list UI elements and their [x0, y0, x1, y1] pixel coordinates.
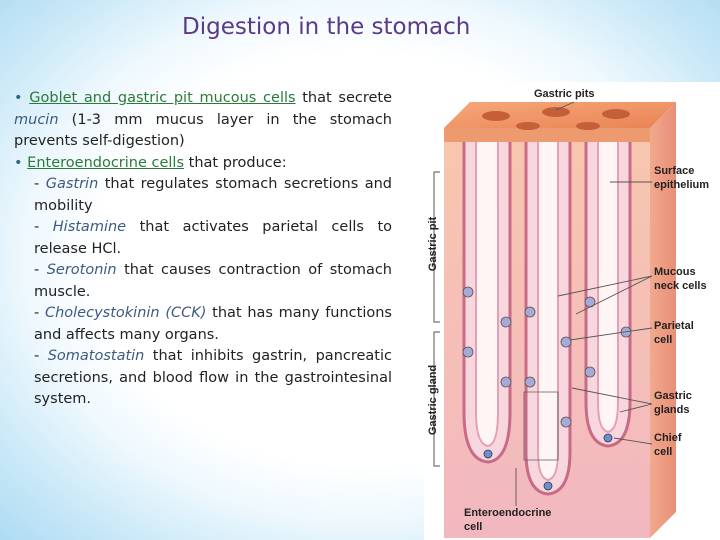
- hormone-name: Serotonin: [46, 262, 117, 278]
- dash: -: [34, 219, 53, 235]
- label-parietal-cell: cell: [654, 334, 672, 346]
- hormone-desc: that causes contraction of stomach muscl…: [34, 262, 392, 300]
- label-gastric: Gastric: [654, 390, 692, 402]
- dash: -: [34, 305, 45, 321]
- gastric-glands: [462, 142, 632, 496]
- list-item-serotonin: - Serotonin that causes contraction of s…: [34, 260, 392, 303]
- pit-openings: [482, 107, 630, 130]
- term-mucin: mucin: [14, 111, 59, 128]
- label-gastric-pit-vertical: Gastric pit: [427, 216, 439, 271]
- label-neck-cells: neck cells: [654, 280, 707, 292]
- text-mucus-layer: (1-3 mm mucus layer in the stomach preve…: [14, 111, 392, 150]
- body-text: • Goblet and gastric pit mucous cells th…: [14, 88, 392, 411]
- term-enteroendocrine: Enteroendocrine cells: [27, 154, 185, 171]
- dash: -: [34, 262, 47, 278]
- stomach-wall-illustration: Gastric pits Surface epithelium Mucous n…: [427, 88, 709, 538]
- page-title: Digestion in the stomach: [182, 14, 471, 40]
- paragraph-mucous-cells: • Goblet and gastric pit mucous cells th…: [14, 88, 392, 153]
- scale-brackets: [433, 171, 440, 467]
- label-enteroendocrine: Enteroendocrine: [464, 507, 551, 519]
- list-item-gastrin: - Gastrin that regulates stomach secreti…: [34, 174, 392, 217]
- bullet-icon: •: [14, 154, 23, 171]
- paragraph-enteroendocrine: • Enteroendocrine cells that produce:: [14, 153, 392, 175]
- hormone-list: - Gastrin that regulates stomach secreti…: [14, 174, 392, 411]
- hormone-desc: that regulates stomach secretions and mo…: [34, 176, 393, 214]
- bullet-icon: •: [14, 90, 23, 106]
- dash: -: [34, 176, 46, 192]
- hormone-name: Gastrin: [45, 176, 99, 192]
- label-gastric-pits: Gastric pits: [534, 88, 595, 100]
- label-gastric-gland-vertical: Gastric gland: [427, 365, 439, 435]
- gland-cells: [462, 286, 632, 491]
- list-item-somatostatin: - Somatostatin that inhibits gastrin, pa…: [34, 346, 392, 411]
- label-parietal: Parietal: [654, 320, 694, 332]
- hormone-desc: that has many functions and affects many…: [34, 305, 392, 343]
- term-mucous-cells: Goblet and gastric pit mucous cells: [29, 90, 296, 106]
- hormone-name: Cholecystokinin (CCK): [44, 305, 207, 321]
- hormone-desc: that inhibits gastrin, pancreatic secret…: [34, 348, 392, 407]
- figure-labels: Gastric pits Surface epithelium Mucous n…: [427, 88, 709, 533]
- hormone-name: Histamine: [52, 219, 127, 235]
- list-item-histamine: - Histamine that activates parietal cell…: [34, 217, 392, 260]
- hormone-desc: that activates parietal cells to release…: [34, 219, 393, 257]
- stomach-wall-figure: Gastric pits Surface epithelium Mucous n…: [424, 82, 720, 540]
- label-surface: Surface: [654, 165, 694, 177]
- label-mucous: Mucous: [654, 266, 696, 278]
- hormone-name: Somatostatin: [47, 348, 145, 364]
- leader-lines: [515, 101, 653, 506]
- text-that-secrete: that secrete: [295, 90, 393, 106]
- label-epithelium: epithelium: [654, 179, 709, 191]
- label-chief-cell: cell: [654, 446, 672, 458]
- list-item-cck: - Cholecystokinin (CCK) that has many fu…: [34, 303, 392, 346]
- text-that-produce: that produce:: [184, 154, 287, 171]
- label-chief: Chief: [654, 432, 682, 444]
- label-entero-cell: cell: [464, 521, 482, 533]
- label-glands: glands: [654, 404, 689, 416]
- dash: -: [34, 348, 48, 364]
